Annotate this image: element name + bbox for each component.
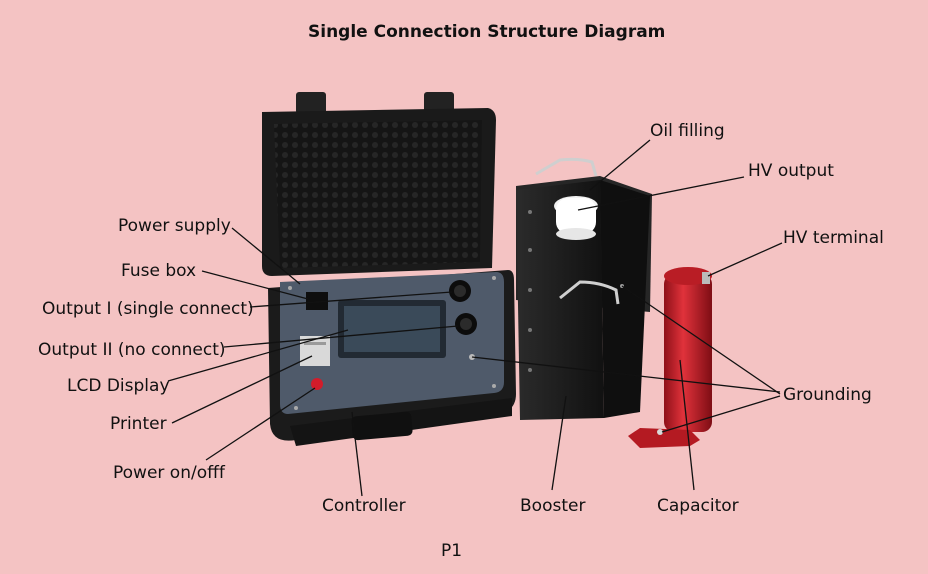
leader-output-1: [249, 291, 453, 308]
leader-grounding-booster: [621, 285, 781, 395]
label-grounding: Grounding: [783, 385, 872, 405]
leader-hv-terminal: [707, 242, 783, 277]
label-hv-output: HV output: [748, 161, 834, 181]
leader-lines: [167, 139, 783, 497]
label-printer: Printer: [110, 414, 167, 434]
controller-lid: [262, 92, 496, 276]
page-label: P1: [441, 541, 463, 561]
diagram-title: Single Connection Structure Diagram: [308, 22, 666, 42]
leader-fuse-box: [201, 270, 309, 300]
capacitor-unit: [628, 267, 712, 448]
label-lcd-display: LCD Display: [67, 376, 170, 396]
leader-power-onoff: [205, 387, 316, 461]
leader-hv-output: [577, 176, 745, 211]
controller-case: [268, 270, 516, 446]
leader-lcd-display: [167, 329, 349, 382]
label-controller: Controller: [322, 496, 406, 516]
leader-printer: [171, 355, 313, 424]
label-output-2: Output II (no connect): [38, 340, 226, 360]
leader-output-2: [223, 325, 459, 348]
leader-power-supply: [231, 227, 301, 285]
leader-controller: [351, 411, 363, 497]
label-power-onoff: Power on/offf: [113, 463, 225, 483]
label-booster: Booster: [520, 496, 586, 516]
leader-grounding-capacitor: [661, 395, 781, 433]
label-output-1: Output I (single connect): [42, 299, 254, 319]
booster-unit: [516, 157, 652, 420]
leader-booster: [551, 395, 567, 491]
leader-oil-filling: [589, 139, 651, 191]
label-fuse-box: Fuse box: [121, 261, 197, 281]
label-power-supply: Power supply: [118, 216, 231, 236]
leader-grounding-controller: [471, 356, 781, 393]
label-oil-filling: Oil filling: [650, 121, 725, 141]
label-hv-terminal: HV terminal: [783, 228, 884, 248]
label-capacitor: Capacitor: [657, 496, 739, 516]
